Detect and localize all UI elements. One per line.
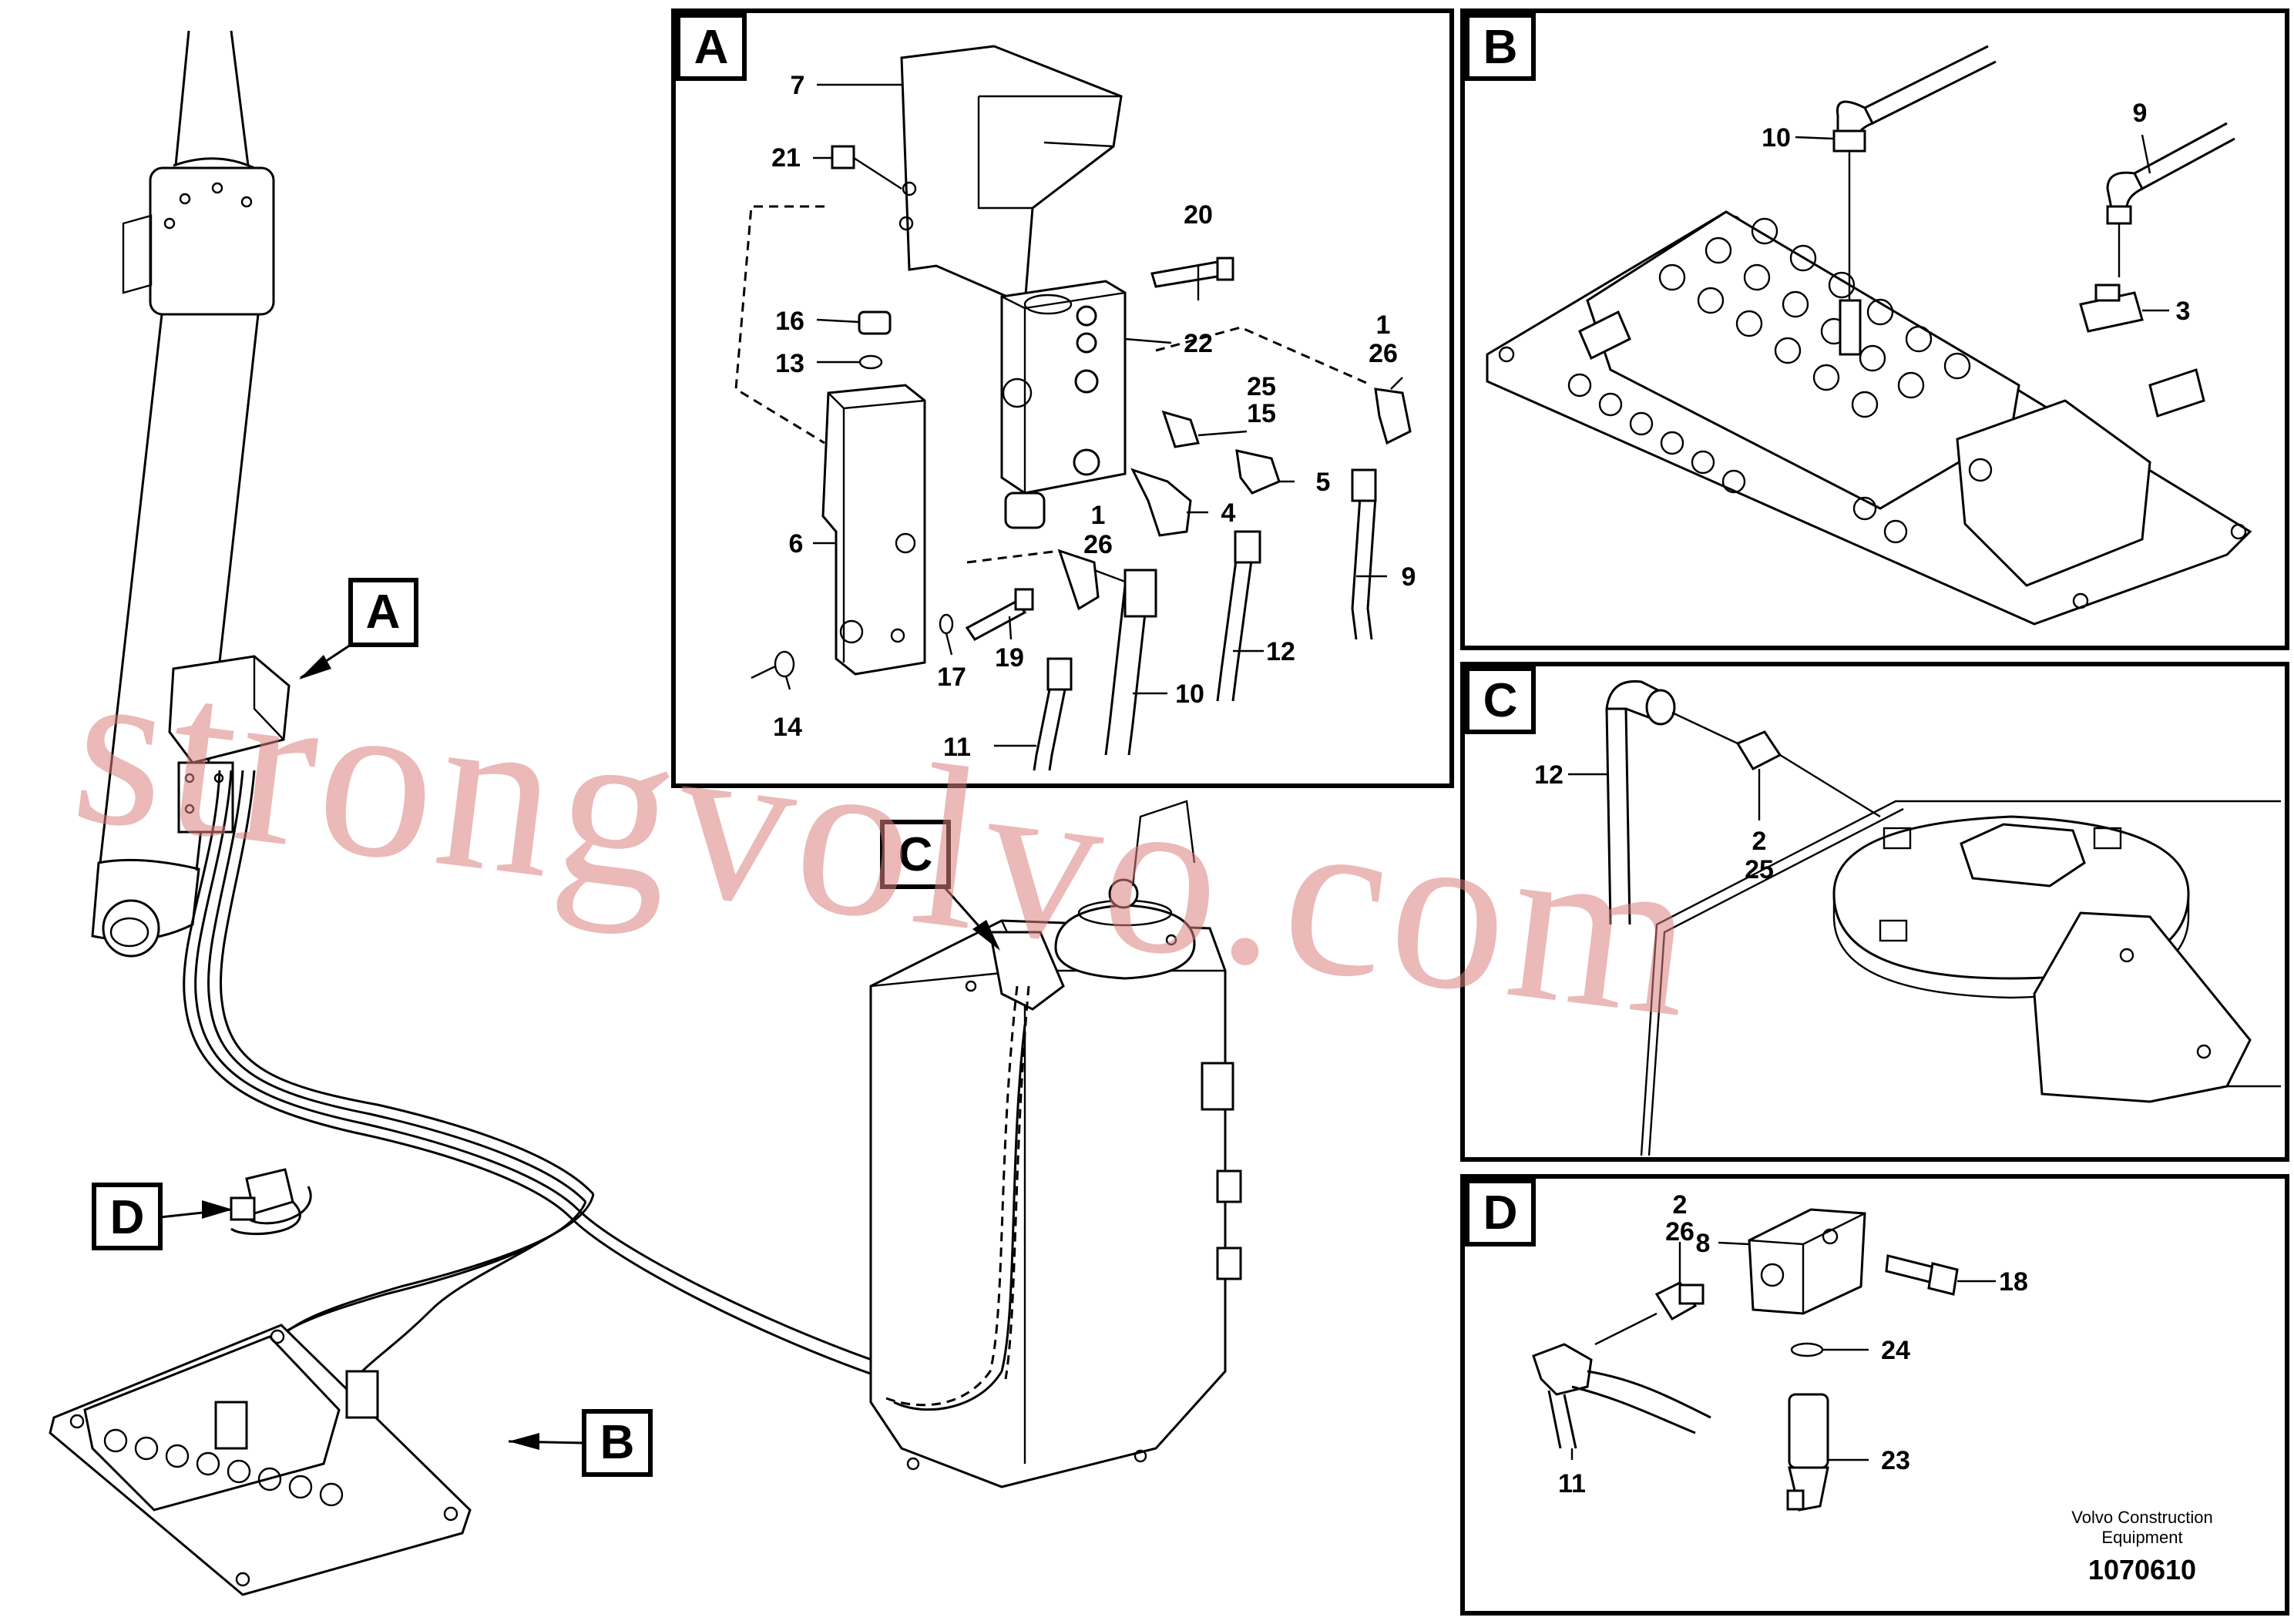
panel-c-label-25: 25 [1745,855,1774,884]
panel-a-label-1: 1 [1376,310,1391,340]
main-view: A B C D [49,30,1242,1596]
panel-a-label-26-lower: 26 [1083,530,1113,559]
panel-c: C 12 2 25 [1460,662,2289,1162]
panel-b-tag-label: B [1483,21,1518,74]
control-valve-block [49,1324,472,1596]
panel-d-label-8: 8 [1696,1229,1711,1258]
footer-brand-line-1: Volvo Construction [2071,1508,2212,1527]
panel-d-label-23: 23 [1881,1446,1910,1475]
boom-cylinder [91,30,275,958]
panel-d-tag-label: D [1483,1186,1518,1240]
panel-d-label-18: 18 [1999,1267,2028,1297]
panel-a-label-5: 5 [1316,468,1331,497]
main-tag-c[interactable]: C [880,820,1000,951]
panel-a-label-25: 25 [1247,372,1276,401]
panel-c-tag [1465,666,1536,734]
panel-c-tag-label: C [1483,674,1518,727]
pressure-switch-d [230,1168,294,1221]
hydraulic-tank [869,800,1242,1488]
panel-a-label-19: 19 [995,643,1024,673]
main-tag-d-label: D [110,1191,145,1244]
main-tag-c-label: C [898,828,933,881]
panel-a-label-26: 26 [1369,339,1398,368]
panel-a-label-13: 13 [775,349,804,378]
panel-b-label-3: 3 [2176,297,2191,326]
panel-b-tag [1465,13,1536,81]
panel-a-label-17: 17 [937,663,966,692]
panel-d-label-26: 26 [1665,1217,1694,1247]
boom-valve-block [168,655,291,834]
panel-a-label-14: 14 [773,713,802,742]
main-tag-b-label: B [600,1416,635,1469]
panel-a-label-11: 11 [943,733,971,762]
panel-a-label-21: 21 [771,143,801,173]
panel-d-tag [1465,1179,1536,1247]
main-tag-a[interactable]: A [299,578,418,679]
footer-brand-line-2: Equipment [2101,1528,2182,1547]
panel-a-label-4: 4 [1221,498,1236,528]
panel-a-label-7: 7 [791,71,805,100]
panel-c-label-12: 12 [1534,760,1563,790]
panel-a: A [671,8,1454,788]
panel-a-label-20: 20 [1184,200,1213,230]
panel-a-tag [676,13,747,81]
panel-b: B [1460,8,2289,650]
panel-a-tag-label: A [694,21,729,74]
main-hoses [183,770,895,1381]
panel-c-label-2: 2 [1752,827,1767,856]
panel-b-label-10: 10 [1762,123,1791,153]
panel-a-label-22: 22 [1184,329,1213,358]
panel-d-label-2: 2 [1673,1190,1688,1220]
panel-a-label-1-lower: 1 [1091,501,1106,530]
panel-a-label-6: 6 [789,529,804,559]
panel-a-label-16: 16 [775,307,804,336]
panel-a-label-9: 9 [1402,562,1416,592]
panel-d: D 2 26 8 18 24 11 23 V [1460,1174,2289,1616]
panel-a-label-12: 12 [1266,637,1295,666]
panel-a-label-10: 10 [1175,679,1204,709]
panel-a-label-15: 15 [1247,399,1276,428]
main-tag-a-label: A [366,586,401,639]
footer-drawing-number: 1070610 [2088,1554,2196,1585]
panel-d-label-11: 11 [1558,1469,1586,1498]
panel-b-label-9: 9 [2133,99,2148,128]
panel-d-label-24: 24 [1881,1336,1910,1365]
main-tag-d[interactable]: D [92,1183,233,1250]
main-tag-b[interactable]: B [508,1409,653,1477]
